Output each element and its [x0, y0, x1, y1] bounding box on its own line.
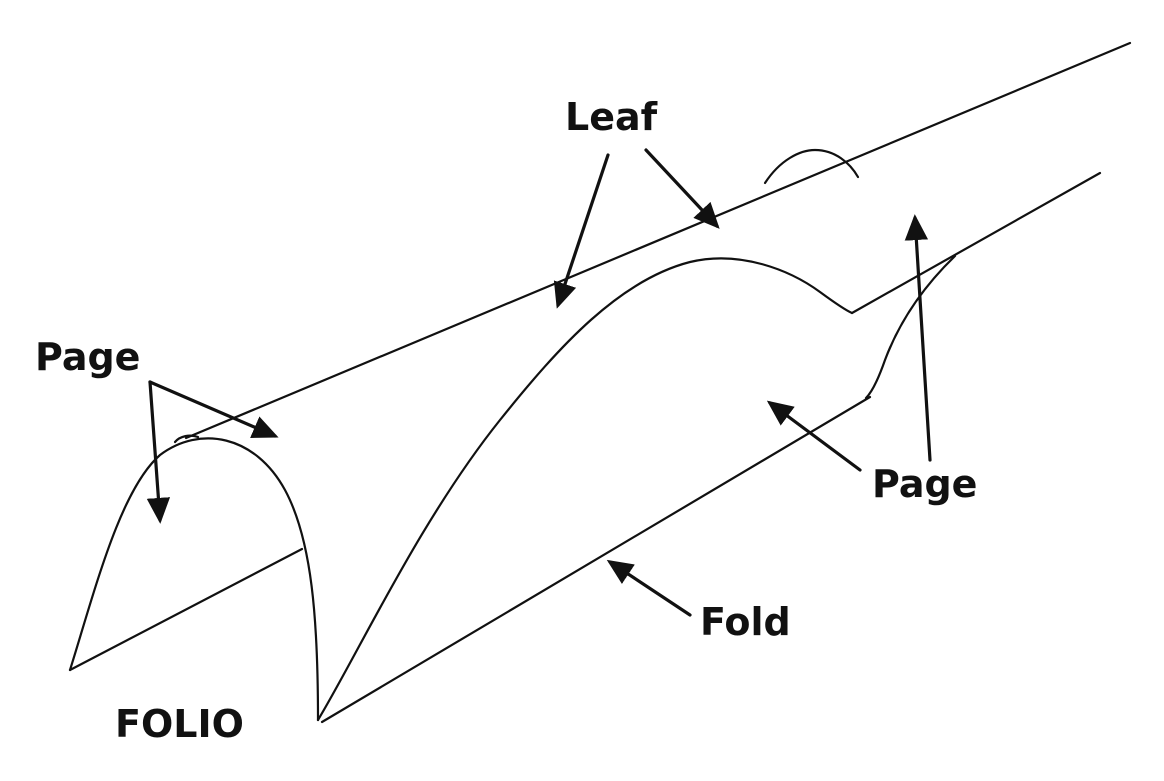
- right-page-end-line: [864, 254, 957, 400]
- page-right-arrow-up: [904, 214, 932, 462]
- left-top-curl: [173, 434, 200, 444]
- page-right-label: Page: [872, 462, 977, 506]
- leaf-arrow-left: [553, 153, 610, 309]
- inner-edge-line: [850, 171, 1102, 315]
- fold-arrow: [606, 559, 692, 617]
- left-bottom-edge-line: [68, 547, 304, 672]
- leaf-tab-curve: [763, 148, 860, 185]
- folio-title: FOLIO: [115, 702, 244, 746]
- page-left-arrow-down: [146, 380, 171, 524]
- leaf-label: Leaf: [565, 95, 658, 139]
- leaf-arrow-right: [644, 148, 720, 229]
- page-right-arrow-left: [766, 400, 862, 472]
- page-left-arrow-right: [148, 380, 279, 438]
- fold-line: [320, 395, 872, 724]
- page-left-label: Page: [35, 335, 140, 379]
- left-page-curve: [68, 437, 320, 722]
- right-page-curve: [316, 257, 854, 722]
- top-edge-line: [184, 41, 1132, 440]
- fold-label: Fold: [700, 600, 791, 644]
